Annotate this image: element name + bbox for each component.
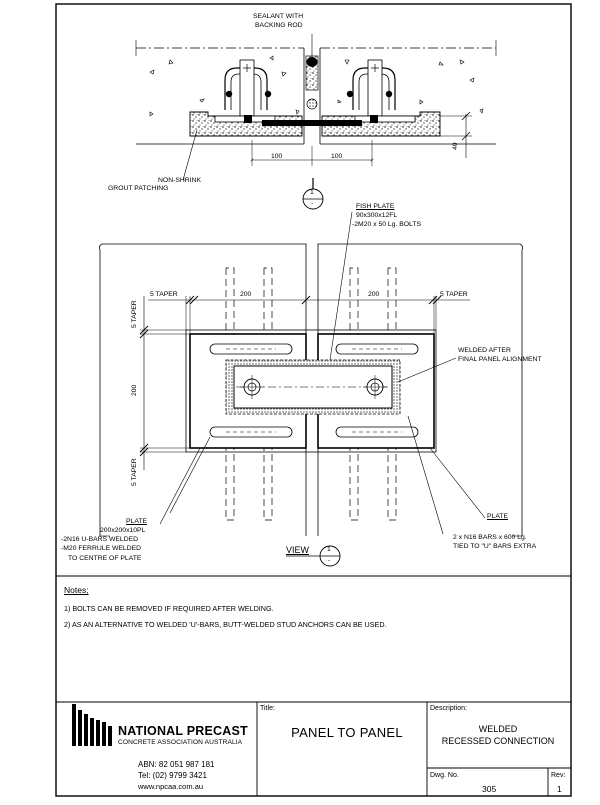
plate-left-title: PLATE <box>126 518 148 525</box>
description-line-1: WELDED <box>478 724 518 734</box>
sheet-border <box>55 3 572 797</box>
dim-200-right: 200 <box>368 291 380 298</box>
npcaa-logo-icon <box>72 704 112 746</box>
grout-label-2: GROUT PATCHING <box>108 185 169 192</box>
bars-tied-label: TIED TO "U" BARS EXTRA <box>453 543 537 550</box>
plate-right-title: PLATE <box>487 513 509 520</box>
backing-rod-label: BACKING ROD <box>255 22 303 29</box>
dim-right-100: 100 <box>331 153 343 160</box>
fish-plate-size: 90x300x12FL <box>356 212 398 219</box>
taper-left: 5 TAPER <box>150 291 178 298</box>
title-label: Title: <box>260 705 275 712</box>
fish-plate-bolts: -2M20 x 50 Lg. BOLTS <box>352 221 422 228</box>
fish-plate-title: FISH PLATE <box>356 203 395 210</box>
brand-subtitle: CONCRETE ASSOCIATION AUSTRALIA <box>118 739 243 746</box>
abn-text: ABN: 82 051 987 181 <box>138 760 215 769</box>
taper-right: 5 TAPER <box>440 291 468 298</box>
drawing-title: PANEL TO PANEL <box>291 725 403 740</box>
grout-label: NON-SHRINK <box>158 177 202 184</box>
bars-label: 2 x N16 BARS x 600 Lg. <box>453 534 527 541</box>
view-marker-top: 1 <box>327 546 331 553</box>
plan-view-detail <box>98 211 524 567</box>
website-link[interactable]: www.npcaa.com.au <box>138 782 204 791</box>
plate-left-ubars: -2N16 U-BARS WELDED <box>61 536 139 543</box>
section-marker-bottom: - <box>311 200 314 207</box>
taper-vertical-bottom: 5 TAPER <box>131 458 138 486</box>
dim-200-vertical: 200 <box>131 384 138 396</box>
view-marker-bottom: - <box>328 557 331 564</box>
description-label: Description: <box>430 705 467 712</box>
drawing-number-label: Dwg. No. <box>430 772 459 779</box>
plate-left-size: 200x200x10PL <box>100 527 146 534</box>
brand-name: NATIONAL PRECAST <box>118 724 248 738</box>
dim-depth-40: 40 <box>452 142 459 150</box>
title-block-frame <box>256 702 571 796</box>
section-marker-top: 1 <box>310 189 314 196</box>
sealant-label: SEALANT WITH <box>253 13 304 20</box>
note-2: 2) AS AN ALTERNATIVE TO WELDED 'U'-BARS,… <box>64 620 387 629</box>
description-line-2: RECESSED CONNECTION <box>441 736 555 746</box>
plate-left-ferrule: -M20 FERRULE WELDED <box>61 545 142 552</box>
section-detail <box>135 34 497 210</box>
plate-left-centre: TO CENTRE OF PLATE <box>68 555 142 562</box>
revision-label: Rev: <box>551 772 566 779</box>
revision-number: 1 <box>557 784 562 794</box>
drawing-number: 305 <box>482 784 497 794</box>
note-1: 1) BOLTS CAN BE REMOVED IF REQUIRED AFTE… <box>64 604 274 613</box>
welded-after-label: WELDED AFTER <box>458 347 511 354</box>
final-panel-alignment-label: FINAL PANEL ALIGNMENT <box>458 356 542 363</box>
notes-title: Notes; <box>64 585 89 595</box>
taper-vertical-top: 5 TAPER <box>131 300 138 328</box>
view-label: VIEW <box>286 545 310 555</box>
dim-200-left: 200 <box>240 291 252 298</box>
tel-text: Tel: (02) 9799 3421 <box>138 771 207 780</box>
dim-left-100: 100 <box>271 153 283 160</box>
